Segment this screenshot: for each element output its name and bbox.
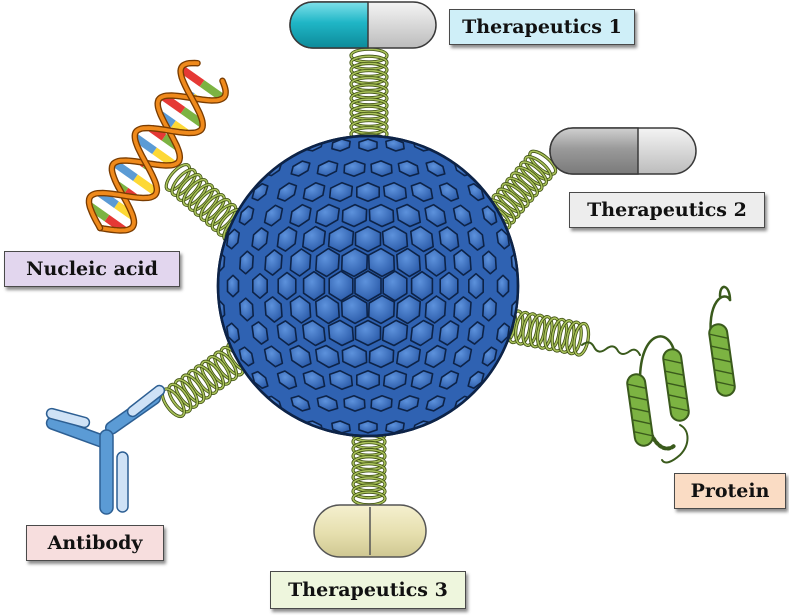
protein-icon	[581, 285, 736, 464]
therapeutics-3-label: Therapeutics 3	[270, 571, 466, 609]
capsule-icon	[549, 127, 697, 175]
antibody-icon	[45, 384, 166, 515]
capsule-icon	[313, 504, 427, 558]
dna-icon	[85, 59, 229, 234]
antibody-label: Antibody	[26, 525, 164, 561]
therapeutics-2-label: Therapeutics 2	[569, 192, 765, 228]
nanoparticle-icon	[216, 134, 520, 438]
therapeutics-1-label: Therapeutics 1	[449, 9, 635, 45]
capsule-icon	[289, 1, 437, 49]
protein-label: Protein	[674, 473, 786, 509]
nucleic-acid-label: Nucleic acid	[4, 251, 180, 287]
